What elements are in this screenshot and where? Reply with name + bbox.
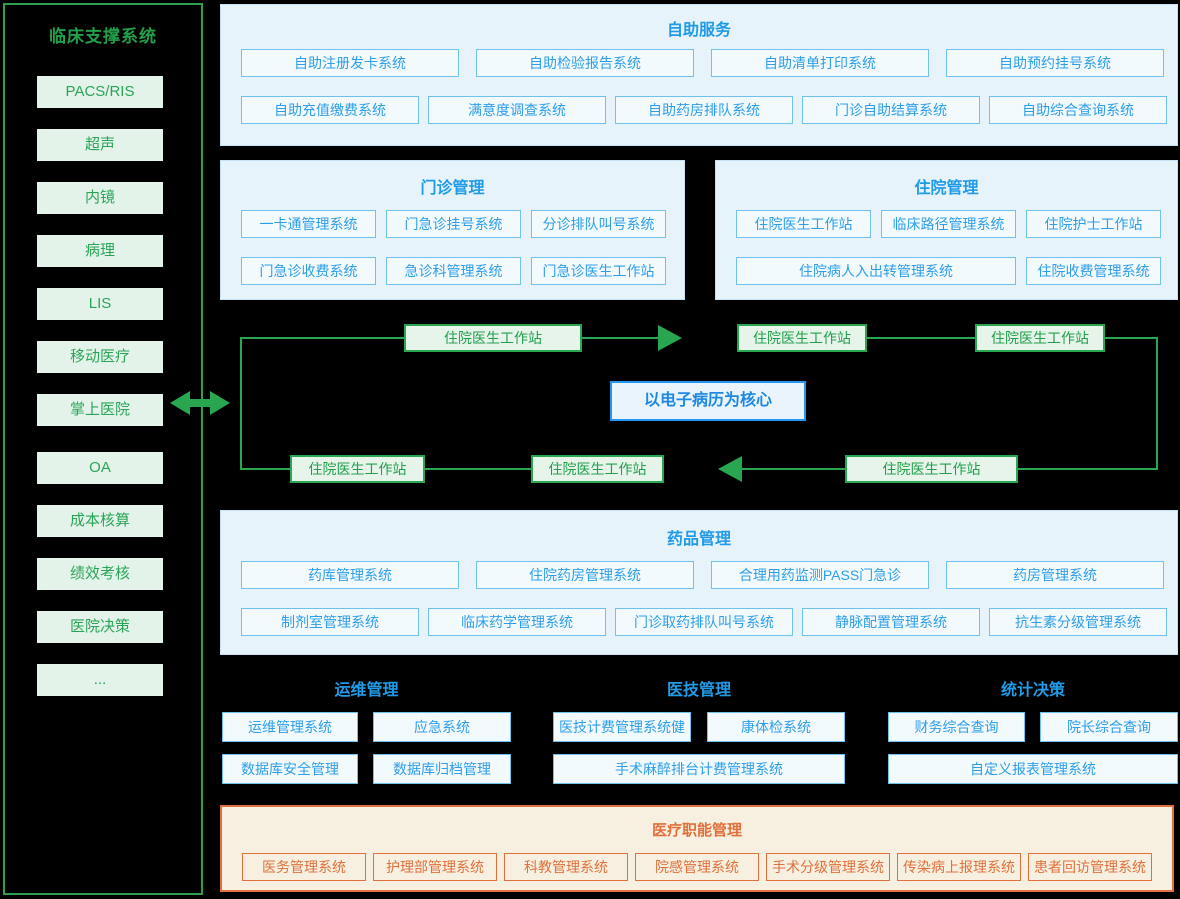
system-box: 药库管理系统 xyxy=(241,561,459,589)
self-service-title: 自助服务 xyxy=(666,22,731,39)
system-box: 患者回访管理系统 xyxy=(1028,853,1152,881)
system-box: 自助充值缴费系统 xyxy=(241,96,419,124)
sidebar-item-endoscopy: 内镜 xyxy=(37,182,163,214)
flow-connector xyxy=(867,337,975,339)
double-arrow-left-icon xyxy=(170,391,190,415)
sidebar-item-pathology: 病理 xyxy=(37,235,163,267)
statistics-title: 统计决策 xyxy=(1000,682,1065,699)
flow-connector xyxy=(1156,337,1158,470)
flow-connector xyxy=(742,468,845,470)
flow-connector xyxy=(240,337,242,470)
system-box: 财务综合查询 xyxy=(888,712,1025,742)
system-box: 静脉配置管理系统 xyxy=(802,608,980,636)
system-box: 一卡通管理系统 xyxy=(241,210,376,238)
system-box: 抗生素分级管理系统 xyxy=(989,608,1167,636)
system-box: 自助清单打印系统 xyxy=(711,49,929,77)
flow-connector xyxy=(240,468,292,470)
outpatient-panel: 门诊管理 一卡通管理系统 门急诊挂号系统 分诊排队叫号系统 门急诊收费系统 急诊… xyxy=(220,160,685,300)
ops-maintenance-title: 运维管理 xyxy=(334,682,399,699)
system-box: 数据库归档管理 xyxy=(373,754,511,784)
flow-node: 住院医生工作站 xyxy=(531,455,664,483)
system-box: 自助注册发卡系统 xyxy=(241,49,459,77)
flow-connector xyxy=(582,337,658,339)
system-box: 门诊取药排队叫号系统 xyxy=(615,608,793,636)
system-box: 应急系统 xyxy=(373,712,511,742)
system-box: 自助检验报告系统 xyxy=(476,49,694,77)
system-box: 康体检系统 xyxy=(707,712,845,742)
flow-connector xyxy=(1105,337,1158,339)
flow-node: 住院医生工作站 xyxy=(404,324,582,352)
system-box: 住院护士工作站 xyxy=(1026,210,1161,238)
medical-admin-title: 医疗职能管理 xyxy=(651,822,742,839)
system-box: 门急诊收费系统 xyxy=(241,257,376,285)
system-box: 门急诊挂号系统 xyxy=(386,210,521,238)
self-service-panel: 自助服务 自助注册发卡系统 自助检验报告系统 自助清单打印系统 自助预约挂号系统… xyxy=(220,4,1178,146)
pharmacy-panel: 药品管理 药库管理系统 住院药房管理系统 合理用药监测PASS门急诊 药房管理系… xyxy=(220,510,1178,655)
system-box: 住院病人入出转管理系统 xyxy=(736,257,1016,285)
arrow-right-icon xyxy=(658,325,682,351)
system-box: 医务管理系统 xyxy=(242,853,366,881)
system-box: 运维管理系统 xyxy=(222,712,358,742)
system-box: 医技计费管理系统健 xyxy=(553,712,691,742)
system-box: 临床路径管理系统 xyxy=(881,210,1016,238)
system-box: 住院医生工作站 xyxy=(736,210,871,238)
clinical-support-panel: 临床支撑系统 PACS/RIS 超声 内镜 病理 LIS 移动医疗 掌上医院 O… xyxy=(3,3,203,895)
system-box: 自助药房排队系统 xyxy=(615,96,793,124)
system-box: 院感管理系统 xyxy=(635,853,759,881)
flow-connector xyxy=(425,468,531,470)
sidebar-item-oa: OA xyxy=(37,452,163,484)
medtech-title: 医技管理 xyxy=(666,682,731,699)
double-arrow-right-icon xyxy=(210,391,230,415)
flow-node: 住院医生工作站 xyxy=(290,455,425,483)
system-box: 门诊自助结算系统 xyxy=(802,96,980,124)
system-box: 手术麻醉排台计费管理系统 xyxy=(553,754,845,784)
double-arrow-bar xyxy=(189,399,211,407)
system-box: 传染病上报理系统 xyxy=(897,853,1021,881)
sidebar-item-cost-accounting: 成本核算 xyxy=(37,505,163,537)
emr-core-box: 以电子病历为核心 xyxy=(610,381,806,421)
system-box: 分诊排队叫号系统 xyxy=(531,210,666,238)
system-box: 自助预约挂号系统 xyxy=(946,49,1164,77)
system-box: 数据库安全管理 xyxy=(222,754,358,784)
flow-connector xyxy=(1018,468,1158,470)
system-box: 满意度调查系统 xyxy=(428,96,606,124)
system-box: 合理用药监测PASS门急诊 xyxy=(711,561,929,589)
medical-admin-panel: 医疗职能管理 医务管理系统 护理部管理系统 科教管理系统 院感管理系统 手术分级… xyxy=(220,805,1174,892)
sidebar-item-hospital-decision: 医院决策 xyxy=(37,611,163,643)
clinical-support-title: 临床支撑系统 xyxy=(49,27,157,46)
sidebar-item-mobile-medical: 移动医疗 xyxy=(37,341,163,373)
system-box: 院长综合查询 xyxy=(1040,712,1178,742)
system-box: 临床药学管理系统 xyxy=(428,608,606,636)
inpatient-title: 住院管理 xyxy=(914,180,979,197)
sidebar-item-performance: 绩效考核 xyxy=(37,558,163,590)
sidebar-item-pacs-ris: PACS/RIS xyxy=(37,76,163,108)
system-box: 急诊科管理系统 xyxy=(386,257,521,285)
system-box: 护理部管理系统 xyxy=(373,853,497,881)
system-box: 住院收费管理系统 xyxy=(1026,257,1161,285)
system-box: 制剂室管理系统 xyxy=(241,608,419,636)
outpatient-title: 门诊管理 xyxy=(420,180,485,197)
system-box: 住院药房管理系统 xyxy=(476,561,694,589)
inpatient-panel: 住院管理 住院医生工作站 临床路径管理系统 住院护士工作站 住院病人入出转管理系… xyxy=(715,160,1178,300)
system-box: 药房管理系统 xyxy=(946,561,1164,589)
pharmacy-title: 药品管理 xyxy=(666,531,731,548)
sidebar-item-more: ... xyxy=(37,664,163,696)
arrow-left-icon xyxy=(718,456,742,482)
system-box: 手术分级管理系统 xyxy=(766,853,890,881)
flow-node: 住院医生工作站 xyxy=(737,324,867,352)
flow-node: 住院医生工作站 xyxy=(845,455,1018,483)
clinical-support-list: PACS/RIS 超声 内镜 病理 LIS 移动医疗 掌上医院 OA 成本核算 … xyxy=(37,76,163,696)
sidebar-item-ultrasound: 超声 xyxy=(37,129,163,161)
flow-node: 住院医生工作站 xyxy=(975,324,1105,352)
sidebar-item-palm-hospital: 掌上医院 xyxy=(37,394,163,426)
system-box: 自助综合查询系统 xyxy=(989,96,1167,124)
system-box: 自定义报表管理系统 xyxy=(888,754,1178,784)
flow-connector xyxy=(240,337,406,339)
system-box: 科教管理系统 xyxy=(504,853,628,881)
system-box: 门急诊医生工作站 xyxy=(531,257,666,285)
sidebar-item-lis: LIS xyxy=(37,288,163,320)
